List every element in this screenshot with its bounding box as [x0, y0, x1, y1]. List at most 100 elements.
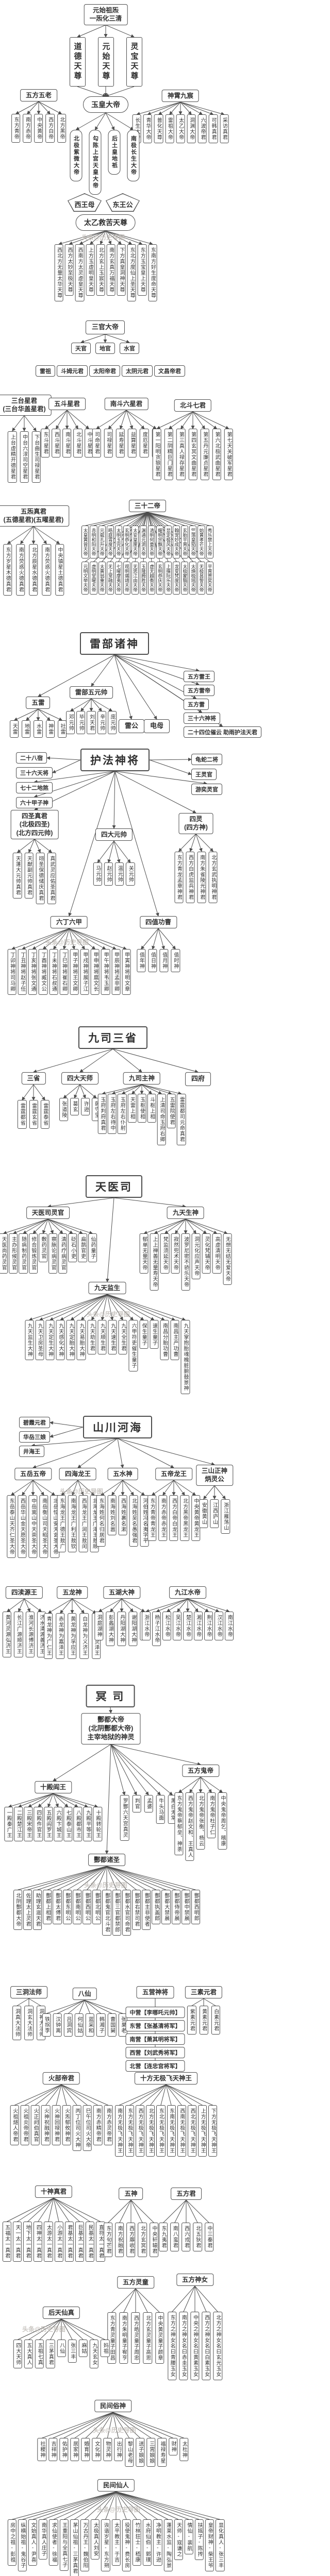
cluster-hufa: 护法神将: [80, 749, 150, 771]
tianyilingguan-c4-box: 敷药灵官: [38, 1233, 47, 1263]
wuqi-c3-box: 南方荧惑火德真君: [42, 544, 51, 596]
sanqing-c2-box: 灵宝天尊: [126, 37, 142, 87]
sanshier-c17-box: 虚明堂曜天帝: [90, 562, 97, 595]
taiyi-c7-box: 东北方度仙上圣天尊: [127, 244, 137, 301]
leiwuyuan-c0-box: 邓元帅: [66, 711, 75, 735]
sanshier-c0-box: 太皇黄曾天帝: [81, 526, 89, 559]
jiutianshengshen-c4-box: 波罗尼密不骄乐天帝: [181, 1233, 190, 1291]
wufangjun-c2-box: 西六戎君: [182, 2223, 191, 2252]
cluster-wushuishen-children: 东海姓何名归居君南海姓刘名嚣西海姓裹名漱北海姓吴名愚强君河伯姓冯名夷字平: [7, 1495, 239, 1547]
wufangjun-c1-box: 南八蛮君: [170, 2223, 179, 2252]
dongwanggong-p-label: 东王公: [112, 201, 133, 209]
sansu-c1-box: 黄素元君: [199, 2006, 208, 2035]
jiutianjiansheng-c3-box: 九天感化大神: [56, 1320, 65, 1361]
shishen-c6-box: 君基太一真君: [64, 2222, 74, 2262]
leilist-c3-box: 三十六神将: [184, 713, 220, 724]
minjianxianren-c2-box: 文始真人-尹喜: [28, 2519, 38, 2566]
wushen-c2-box: 西方蓐收君: [126, 2223, 136, 2258]
jiutianjiansheng-c4-box: 九天定胎大神: [66, 1320, 75, 1361]
cluster-minjianxianren: 民间仙人房中之祖-彭祖纵横始祖-鬼谷子文始真人-尹喜南华真人庄子求仙使者-徐福王…: [0, 2479, 330, 2576]
taiyi-p-box: 太乙救苦天尊: [76, 214, 136, 231]
cluster-shidian: 十殿阎王一殿秦广王二殿楚江王三殿宋帝王四殿仵官王五殿阎罗王六殿卞城王七殿泰山王八…: [0, 1781, 218, 1842]
beidou-c3-box: 第四玄冥文曲星君: [188, 429, 197, 481]
siyu-c3-box: 南极长生大帝: [127, 130, 140, 181]
liudingliujia-c4-box: 丁未神将石叔通: [49, 949, 58, 995]
sizhigongcao-p-box: 四值功曹: [139, 916, 177, 929]
wufangguidi-c1-box: 西方鬼帝赵文和、王真人: [185, 1792, 194, 1861]
minjianxianren-c9-box: 诙谐岁星-东方朔: [101, 2519, 110, 2572]
wuying-c4-box: 北营【连忠宫将军】: [125, 2060, 185, 2072]
wufangguidi-c0-box: 东方鬼帝蔡郁垒、神荼: [174, 1792, 184, 1856]
liudingliujia-c2-box: 丁亥神将张文通: [28, 949, 37, 995]
cluster-hufaright: 龟蛇二将王灵官游奕灵官: [191, 754, 222, 795]
baxian-p-box: 八仙: [72, 1988, 97, 2001]
cluster-wuyue-children: 东岳泰山天齐仁圣大帝西岳华山金天愿圣大帝中岳嵩山中天崇圣大帝南岳衡山司天昭圣大帝…: [0, 1495, 189, 1558]
beidou-c4-box: 第五丹元廉贞星君: [200, 429, 209, 481]
houtian-c0-box: 四大天师: [13, 2340, 22, 2369]
hufaleft-c1-box: 三十六天将: [16, 767, 53, 778]
sanshan-c1-box: 江西庐山: [210, 1499, 219, 1528]
sanshier-c10-box: 显定极风天帝: [164, 526, 172, 559]
cluster-sanguan: 三官大帝天官地官水官: [71, 320, 139, 354]
jiutianjiansheng-c15-box: 九天掌抱胎魂魄脏腑鼓景神: [180, 1320, 190, 1395]
shishen-c3-box: 四神太一真君: [34, 2222, 43, 2262]
huobu-c3-box: 火神祝融神君: [41, 2105, 51, 2146]
cluster-leibu: 雷部诸神: [80, 632, 149, 655]
cluster-wufangguidi: 五方鬼帝东方鬼帝蔡郁垒、神荼西方鬼帝赵文和、王真人北方鬼帝张衡、杨云南方鬼帝杜子…: [108, 1765, 293, 1861]
cluster-tianyi: 天医司: [86, 1175, 142, 1198]
shidian-c2-box: 三殿宋帝王: [24, 1807, 33, 1842]
jiusizhushen-c7-box: 五雷院使君: [167, 1094, 176, 1129]
huobu-c1-box: 火祖炎帝帝君: [20, 2105, 29, 2146]
minjianxianren-c3-box: 南华真人庄子: [39, 2519, 48, 2560]
jiusizhushen-c2-box: 玉府左右仆射: [118, 1094, 127, 1134]
fengduzhusheng-c7-box: 酆都西明公: [82, 1890, 92, 1925]
jiujiang-c6-box: 荆江水帝: [204, 1612, 213, 1641]
cluster-sidatianshi-children: 张道陵葛玄许逊萨守坚: [42, 1098, 118, 1122]
leilist-c4-box: 二十四位催云 助雨护法天君: [184, 726, 262, 738]
fengduzhusheng-c11-box: 酆都水官司命君: [122, 1890, 131, 1936]
cluster-sihai-children: 东海龙王广德王敖广南海龙王广利王敖钦西海龙王广润王敖闰北海龙王广泽王敖顺: [0, 1495, 191, 1553]
wuqi-c1-box: 南方荧惑火德真君: [16, 544, 25, 596]
hufaleft-c0-box: 二十八宿: [16, 752, 47, 764]
sandong-c0-box: 洞真大法师: [12, 2006, 22, 2041]
jiujiang-c4-box: 楚江水帝: [183, 1612, 192, 1641]
hufaright-c0-box: 龟蛇二将: [191, 754, 222, 765]
sanshier-c16-box: 元明文举天帝: [81, 562, 89, 595]
jiutianjiansheng-c14-box: 南昌主产功曹: [170, 1320, 179, 1361]
fengduzhusheng-c6-box: 酆都南明公: [72, 1890, 82, 1925]
jiutianshengshen-p-box: 九天生神: [167, 1207, 204, 1219]
mingsi-p-box: 冥 司: [86, 1685, 135, 1707]
sanshier-c31-box: 平育贾奕天帝: [206, 562, 213, 595]
sanshier-c25-box: 玄明恭庆天帝: [156, 562, 164, 595]
cluster-sidu: 四渎源王黄河灵源弘济王长江广源顺济王淮河长源博济王济水清源善济王: [0, 1586, 115, 1658]
sansu-c0-box: 紫素元君: [187, 2006, 196, 2035]
wuhu-c0-box: 洞庭湖神: [94, 1612, 104, 1641]
cluster-wufangshennv-children: 东方之神女名曰青腰玉女南方之神女名曰赤圭玉女中央之神女名曰黄素玉女西方之神女名曰…: [23, 2312, 330, 2381]
wushen-c3-box: 北方玄冥君: [138, 2223, 147, 2258]
houtian-c6-box: 麻姑: [78, 2340, 88, 2358]
cluster-siling-children: 东方青龙孟章神君西方白虎监兵神君南方朱雀陵光神君北方玄武执明神君: [94, 851, 299, 903]
cluster-yudi: 玉皇大帝: [83, 96, 128, 113]
shidian-c0-box: 一殿秦广王: [4, 1807, 13, 1842]
wudou-c1-box: 西斗星君: [52, 429, 61, 458]
jiusizhushen-c3-box: 天雷上相: [127, 1094, 137, 1123]
huobu-c7-box: 巳午位司火大帝: [82, 2105, 92, 2151]
baxian-c3-box: 何仙姑: [74, 2013, 84, 2037]
wuyue-c0-box: 东岳泰山天齐仁圣大帝: [7, 1495, 16, 1558]
shifang-c9-box: 下方无极飞天神王: [208, 2105, 218, 2157]
sidatianshi-c2-box: 许逊: [81, 1098, 90, 1116]
fengduzhusheng-c10-box: 酆都三官都禁郎: [112, 1890, 121, 1936]
yudi-p-box: 玉皇大帝: [83, 96, 128, 113]
fengduzhusheng-c17-box: 酆都中禁晨: [181, 1890, 191, 1925]
jiujiang-c3-box: 吴江水帝: [173, 1612, 182, 1641]
jiujiang-c0-box: 浙江水帝: [141, 1612, 151, 1641]
cluster-wufangwulao-children: 东方青帝南方赤帝中央黄帝西方白帝北方黑帝: [0, 114, 109, 143]
wufanglingtong-c2-box: 西方皓灵童子周忠: [131, 2312, 140, 2364]
jiusizhushen-c0-box: 玉府判府真君: [97, 1094, 107, 1134]
cluster-hufaleft-children: 二十八宿三十六天将七十二地煞六十甲子神: [16, 752, 53, 808]
minjiansushen-c6-box: 物灵神: [103, 2438, 112, 2462]
tianyilingguan-c8-box: 扁鹊官吏: [78, 1233, 87, 1263]
wuqi-c0-box: 东方岁星木德真君: [3, 544, 12, 596]
cluster-wufangguidi-children: 东方鬼帝蔡郁垒、神荼西方鬼帝赵文和、王真人北方鬼帝张衡、杨云南方鬼帝杜子仁中央鬼…: [108, 1792, 293, 1861]
cluster-wufangwulao: 五方五老东方青帝南方赤帝中央黄帝西方白帝北方黑帝: [0, 89, 109, 143]
